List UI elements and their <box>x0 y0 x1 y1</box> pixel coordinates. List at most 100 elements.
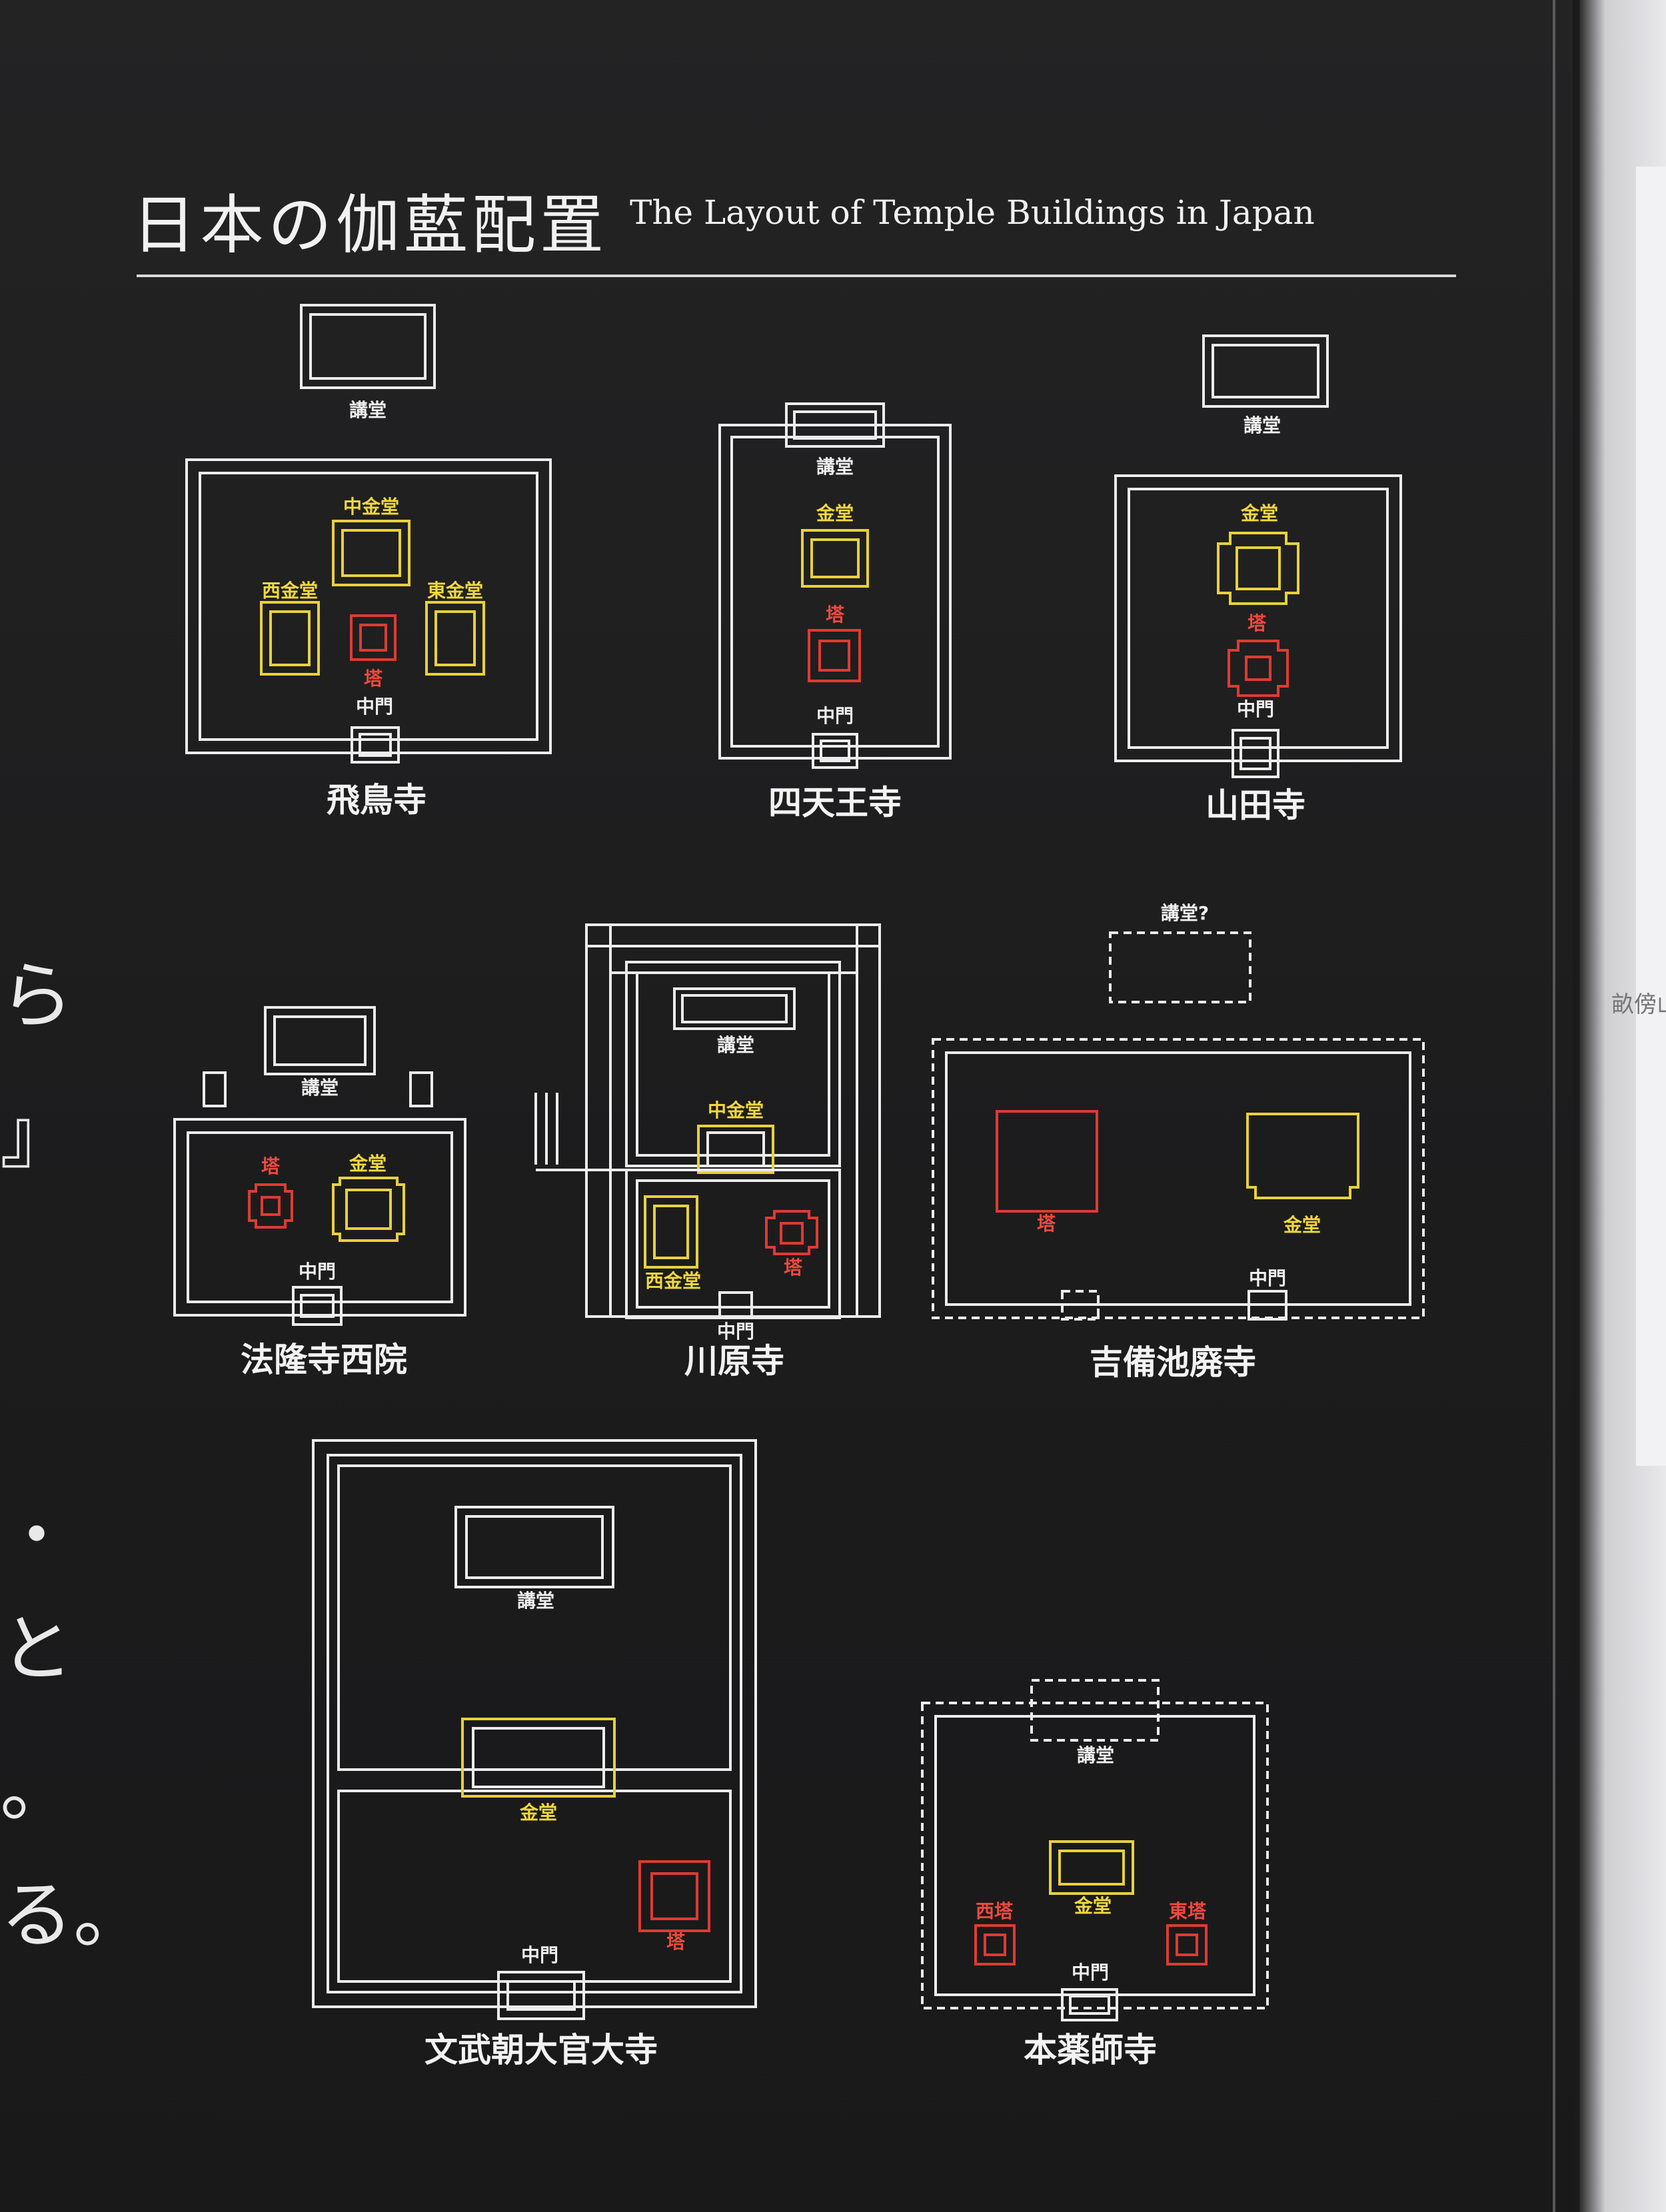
temple-plans: .w { fill:none; stroke:#ececec; stroke-w… <box>173 304 1425 2069</box>
left-fragment: と <box>0 1606 73 1692</box>
adjacent-map-paper <box>1636 167 1666 1466</box>
east-golden-hall <box>425 601 485 676</box>
golden-hall-label: 金堂 <box>1283 1214 1321 1236</box>
pagoda-label: 塔 <box>261 1155 281 1177</box>
lecture-hall <box>785 402 885 448</box>
west-pagoda <box>974 1924 1016 1965</box>
temple-name: 川原寺 <box>684 1342 784 1381</box>
left-fragment: る。 <box>0 1873 147 1958</box>
golden-hall-label: 金堂 <box>816 502 854 524</box>
lecture-hall-label: 講堂 <box>1077 1744 1114 1766</box>
middle-gate <box>1232 729 1279 778</box>
exhibit-panel <box>0 0 1573 2212</box>
plan-motoyakushiji: 講堂 金堂 西塔 東塔 中門 本薬師寺 <box>921 1679 1269 2069</box>
left-fragment: 』 <box>0 1093 73 1179</box>
middle-gate <box>1248 1290 1287 1321</box>
middle-gate <box>718 1291 753 1318</box>
west-golden-hall-label: 西金堂 <box>262 580 318 602</box>
plan-asukadera: 講堂 中金堂 西金堂 東金堂 塔 中門 飛鳥寺 <box>185 304 552 820</box>
temple-name: 吉備池廃寺 <box>1090 1343 1256 1382</box>
golden-hall <box>332 1177 405 1242</box>
center-golden-hall-label: 中金堂 <box>343 496 399 518</box>
pagoda-label: 塔 <box>784 1257 803 1279</box>
pagoda <box>765 1210 818 1255</box>
lecture-hall-label: 講堂 <box>717 1034 754 1056</box>
lecture-hall <box>673 987 796 1030</box>
center-golden-hall <box>332 520 411 586</box>
center-golden-hall <box>697 1125 774 1174</box>
pagoda-label: 塔 <box>364 668 383 690</box>
pagoda <box>248 1183 293 1229</box>
panel-edge <box>1553 0 1555 2212</box>
golden-hall-label: 金堂 <box>1240 502 1278 524</box>
left-fragment: 。 <box>0 1746 73 1832</box>
gate-label: 中門 <box>521 1944 558 1966</box>
side-building <box>203 1071 227 1107</box>
cloister <box>173 1118 466 1317</box>
west-pagoda-label: 西塔 <box>976 1900 1014 1922</box>
temple-name: 飛鳥寺 <box>327 781 426 820</box>
east-pagoda <box>1166 1924 1208 1965</box>
cloister <box>921 1702 1269 2009</box>
pagoda-label: 塔 <box>666 1931 686 1953</box>
golden-hall-label: 金堂 <box>349 1153 387 1175</box>
left-fragment: ら <box>0 953 73 1039</box>
golden-hall <box>1217 532 1299 605</box>
plan-kawaradera: 講堂 中金堂 西金堂 塔 中門 川原寺 <box>534 923 881 1381</box>
temple-name: 法隆寺西院 <box>241 1341 407 1379</box>
left-fragment: ・ <box>0 1493 73 1578</box>
golden-hall <box>1049 1840 1134 1895</box>
plan-monmu: 講堂 金堂 塔 中門 文武朝大官大寺 <box>312 1439 757 2069</box>
gate-label: 中門 <box>299 1261 336 1283</box>
lecture-hall-label: 講堂 <box>517 1590 554 1612</box>
gate-label: 中門 <box>1249 1267 1286 1289</box>
golden-hall <box>801 529 869 588</box>
south-gate <box>1061 1290 1100 1321</box>
south-cloister <box>625 1169 841 1319</box>
cloister <box>185 458 552 754</box>
lecture-hall-label: 講堂 <box>816 456 854 478</box>
lecture-hall <box>454 1506 614 1588</box>
lecture-hall-label: 講堂 <box>1244 414 1281 436</box>
pagoda <box>350 614 397 661</box>
golden-hall-label: 金堂 <box>1074 1895 1112 1917</box>
golden-hall <box>461 1718 616 1798</box>
plan-kibiike: 講堂? 塔 金堂 中門 吉備池廃寺 <box>932 902 1425 1382</box>
west-golden-hall <box>644 1195 698 1269</box>
temple-name: 文武朝大官大寺 <box>424 2031 658 2069</box>
temple-name: 本薬師寺 <box>1024 2031 1157 2069</box>
plan-horyuji: 講堂 塔 金堂 中門 法隆寺西院 <box>173 1006 466 1379</box>
page-subtitle: The Layout of Temple Buildings in Japan <box>630 193 1315 232</box>
pagoda-label: 塔 <box>1248 612 1267 634</box>
left-text-fragments: ら 』 ・ と 。 る。 <box>0 600 147 1999</box>
title-rule <box>137 275 1456 277</box>
lecture-hall <box>1030 1679 1160 1742</box>
middle-gate <box>1061 1988 1118 2021</box>
east-pagoda-label: 東塔 <box>1169 1900 1207 1922</box>
golden-hall-label: 金堂 <box>519 1802 557 1824</box>
pagoda <box>638 1860 710 1932</box>
plan-shitennoji: 講堂 金堂 塔 中門 四天王寺 <box>718 402 952 822</box>
golden-hall <box>1246 1113 1359 1199</box>
pagoda <box>808 629 861 682</box>
lecture-hall-label: 講堂 <box>301 1077 339 1099</box>
temple-name: 四天王寺 <box>768 784 902 822</box>
adjacent-panel-text: 畝傍山 <box>1611 991 1666 1018</box>
west-golden-hall-label: 西金堂 <box>645 1270 701 1292</box>
gate-label: 中門 <box>717 1321 754 1343</box>
page-title: 日本の伽藍配置 <box>132 188 608 263</box>
middle-gate <box>812 733 858 769</box>
gate-label: 中門 <box>816 705 854 727</box>
center-golden-hall-label: 中金堂 <box>708 1099 764 1121</box>
north-cloister <box>625 961 841 1167</box>
lecture-hall <box>1109 931 1251 1003</box>
outer-precinct <box>312 1439 757 2008</box>
gate-label: 中門 <box>1237 698 1274 720</box>
gate-label: 中門 <box>1072 1961 1109 1983</box>
middle-gate <box>292 1286 343 1326</box>
pagoda <box>1228 640 1289 697</box>
cloister <box>718 424 952 760</box>
side-building <box>409 1071 433 1107</box>
pagoda-label: 塔 <box>826 604 845 626</box>
middle-gate <box>497 1971 585 2020</box>
